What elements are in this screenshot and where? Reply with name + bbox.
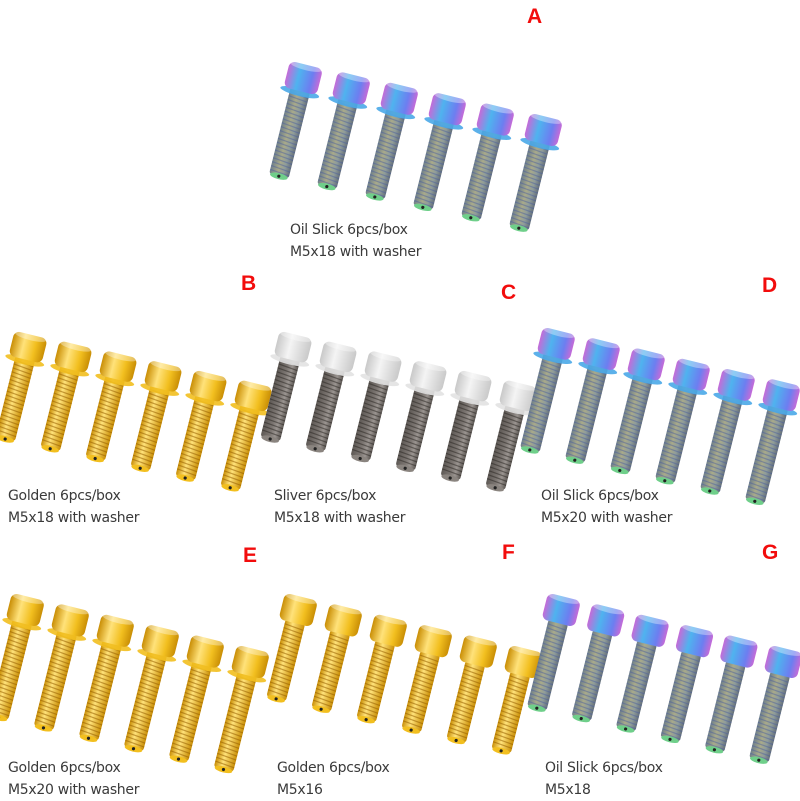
bolt	[259, 591, 319, 706]
caption-b: Golden 6pcs/box M5x18 with washer	[8, 485, 139, 529]
caption-f-finish: Golden 6pcs/box	[277, 757, 389, 779]
bolt-thread	[266, 619, 305, 701]
caption-a-spec: M5x18 with washer	[290, 241, 421, 263]
caption-a-finish: Oil Slick 6pcs/box	[290, 219, 421, 241]
caption-d-finish: Oil Slick 6pcs/box	[541, 485, 672, 507]
bolt-thread	[311, 629, 350, 711]
caption-d: Oil Slick 6pcs/box M5x20 with washer	[541, 485, 672, 529]
bolt	[259, 59, 327, 184]
caption-b-finish: Golden 6pcs/box	[8, 485, 139, 507]
panel-letter-b: B	[241, 272, 256, 296]
bolt-set-b	[5, 330, 270, 480]
caption-g-spec: M5x18	[545, 779, 663, 801]
caption-g: Oil Slick 6pcs/box M5x18	[545, 757, 663, 801]
caption-e-finish: Golden 6pcs/box	[8, 757, 139, 779]
bolt-set-g	[538, 592, 800, 752]
panel-letter-c: C	[501, 281, 516, 305]
bolt	[0, 328, 51, 446]
bolt-thread	[491, 671, 530, 753]
caption-f: Golden 6pcs/box M5x16	[277, 757, 389, 801]
panel-letter-g: G	[762, 541, 778, 565]
bolt-set-c	[270, 330, 535, 480]
caption-e-spec: M5x20 with washer	[8, 779, 139, 801]
caption-a: Oil Slick 6pcs/box M5x18 with washer	[290, 219, 421, 263]
bolt-thread	[446, 660, 485, 742]
caption-b-spec: M5x18 with washer	[8, 507, 139, 529]
bolt-thread	[401, 650, 440, 732]
bolt-set-f	[275, 592, 540, 752]
caption-g-finish: Oil Slick 6pcs/box	[545, 757, 663, 779]
bolt-set-e	[2, 592, 267, 752]
panel-letter-a: A	[527, 5, 542, 29]
panel-letter-f: F	[502, 541, 515, 565]
bolt-set-a	[280, 60, 560, 220]
caption-f-spec: M5x16	[277, 779, 389, 801]
caption-c-spec: M5x18 with washer	[274, 507, 405, 529]
caption-e: Golden 6pcs/box M5x20 with washer	[8, 757, 139, 801]
caption-d-spec: M5x20 with washer	[541, 507, 672, 529]
caption-c: Sliver 6pcs/box M5x18 with washer	[274, 485, 405, 529]
panel-letter-e: E	[243, 544, 257, 568]
bolt-set-d	[533, 326, 798, 484]
panel-letter-d: D	[762, 274, 777, 298]
bolt-thread	[356, 640, 395, 722]
caption-c-finish: Sliver 6pcs/box	[274, 485, 405, 507]
